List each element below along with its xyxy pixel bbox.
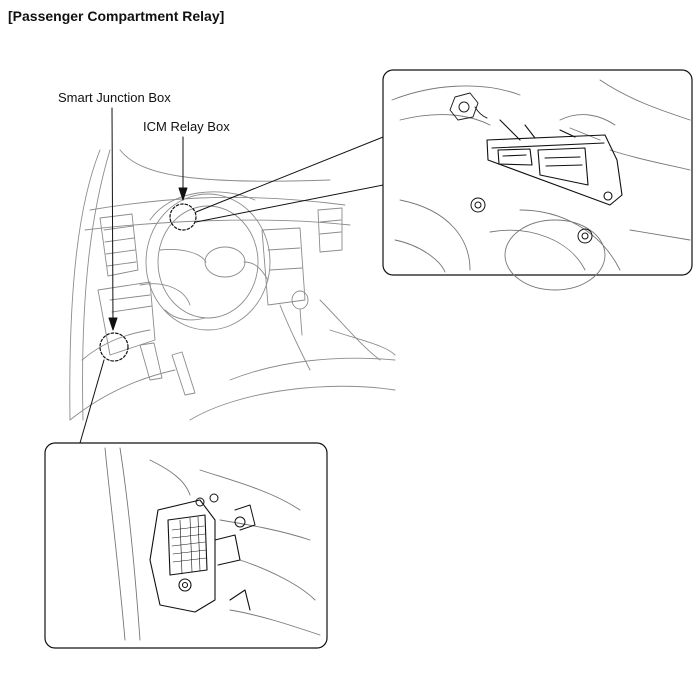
smart-junction-box-detail [44, 442, 328, 649]
smart-junction-box-label: Smart Junction Box [58, 90, 171, 105]
smart-junction-box-location-marker [99, 332, 129, 362]
icm-relay-box-leader [178, 136, 188, 201]
icm-projection-line-upper [195, 136, 384, 213]
icm-relay-box-detail [382, 69, 693, 291]
dashboard-drawing [69, 149, 396, 421]
page-title: [Passenger Compartment Relay] [8, 8, 225, 24]
sjb-projection-line [79, 359, 105, 444]
icm-relay-box-location-marker [169, 203, 197, 231]
smart-junction-box-leader [108, 107, 118, 331]
icm-relay-box-label: ICM Relay Box [143, 119, 230, 134]
icm-projection-line-lower [195, 184, 384, 223]
